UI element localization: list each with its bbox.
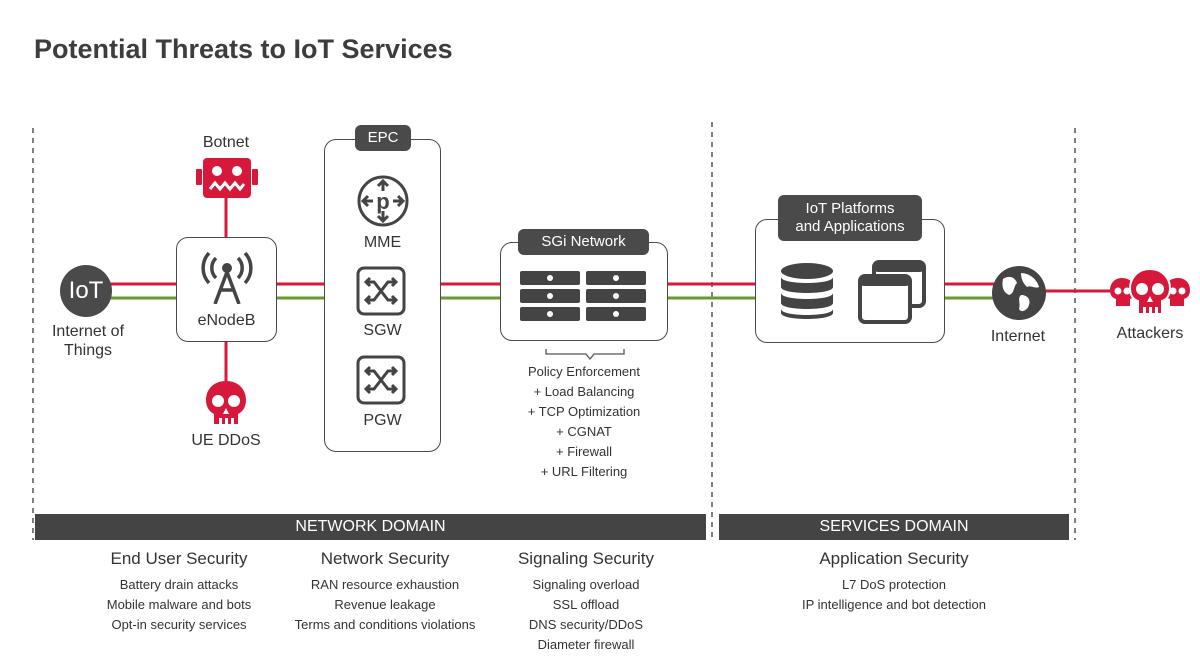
security-column-application: Application Security L7 DoS protection I… xyxy=(774,549,1014,615)
ue-ddos-label: UE DDoS xyxy=(191,432,261,449)
sgw-label: SGW xyxy=(363,322,402,339)
epc-title: EPC xyxy=(355,125,411,151)
enodeb-label: eNodeB xyxy=(197,312,256,329)
skull-icon xyxy=(206,381,246,424)
column-heading: Application Security xyxy=(819,549,969,568)
column-item: Revenue leakage xyxy=(334,597,436,612)
security-column-network: Network Security RAN resource exhaustion… xyxy=(277,549,493,635)
column-item: IP intelligence and bot detection xyxy=(801,597,987,612)
sgi-title: SGi Network xyxy=(518,229,649,255)
mme-label: MME xyxy=(363,234,402,251)
botnet-label: Botnet xyxy=(202,134,250,151)
pgw-switch-icon xyxy=(356,355,406,405)
cell-tower-icon xyxy=(201,252,253,304)
iot-label-line2: Things xyxy=(63,342,113,359)
svg-text:p: p xyxy=(376,189,389,214)
services-domain-bar: SERVICES DOMAIN xyxy=(719,514,1069,540)
column-item: L7 DoS protection xyxy=(841,577,947,592)
sgi-function-item: + Firewall xyxy=(556,444,612,459)
app-windows-icon xyxy=(858,260,926,324)
iot-platforms-title-line1: IoT Platforms xyxy=(805,200,895,217)
sgi-function-item: + CGNAT xyxy=(556,424,612,439)
column-heading: End User Security xyxy=(110,549,248,568)
sgi-function-item: + URL Filtering xyxy=(540,464,628,479)
globe-icon xyxy=(992,266,1046,320)
sgi-function-item: Policy Enforcement xyxy=(528,364,640,379)
iot-device-icon: IoT xyxy=(60,265,112,317)
column-item: SSL offload xyxy=(552,597,620,612)
sgw-switch-icon xyxy=(356,266,406,316)
iot-platforms-title: IoT Platforms and Applications xyxy=(778,195,922,241)
enodeb-node: eNodeB xyxy=(176,237,277,342)
server-rack-icon xyxy=(520,271,646,321)
sgi-function-item: + TCP Optimization xyxy=(527,404,641,419)
column-item: RAN resource exhaustion xyxy=(310,577,460,592)
column-item: Mobile malware and bots xyxy=(106,597,252,612)
column-item: Signaling overload xyxy=(532,577,640,592)
page-title: Potential Threats to IoT Services xyxy=(34,34,453,64)
mme-icon: p xyxy=(357,175,409,227)
column-item: Opt-in security services xyxy=(111,617,247,632)
column-item: Battery drain attacks xyxy=(119,577,239,592)
attackers-skulls-icon xyxy=(1110,268,1190,315)
security-column-end-user: End User Security Battery drain attacks … xyxy=(79,549,279,635)
attackers-label: Attackers xyxy=(1116,325,1184,342)
column-heading: Signaling Security xyxy=(517,549,655,568)
pgw-label: PGW xyxy=(363,412,402,429)
iot-label-line1: Internet of xyxy=(51,323,125,340)
network-domain-bar: NETWORK DOMAIN xyxy=(35,514,706,540)
internet-label: Internet xyxy=(990,328,1046,345)
database-icon xyxy=(781,263,833,319)
iot-label: Internet of Things xyxy=(38,322,138,360)
column-item: Diameter firewall xyxy=(537,637,635,652)
sgi-functions-list: Policy Enforcement + Load Balancing + TC… xyxy=(500,362,668,482)
robot-icon xyxy=(196,158,258,198)
iot-platforms-title-line2: and Applications xyxy=(795,218,905,235)
sgi-bracket xyxy=(545,349,625,361)
column-item: DNS security/DDoS xyxy=(528,617,644,632)
sgi-function-item: + Load Balancing xyxy=(533,384,635,399)
iot-badge-text: IoT xyxy=(68,277,104,304)
column-heading: Network Security xyxy=(320,549,450,568)
column-item: Terms and conditions violations xyxy=(294,617,476,632)
security-column-signaling: Signaling Security Signaling overload SS… xyxy=(496,549,676,655)
